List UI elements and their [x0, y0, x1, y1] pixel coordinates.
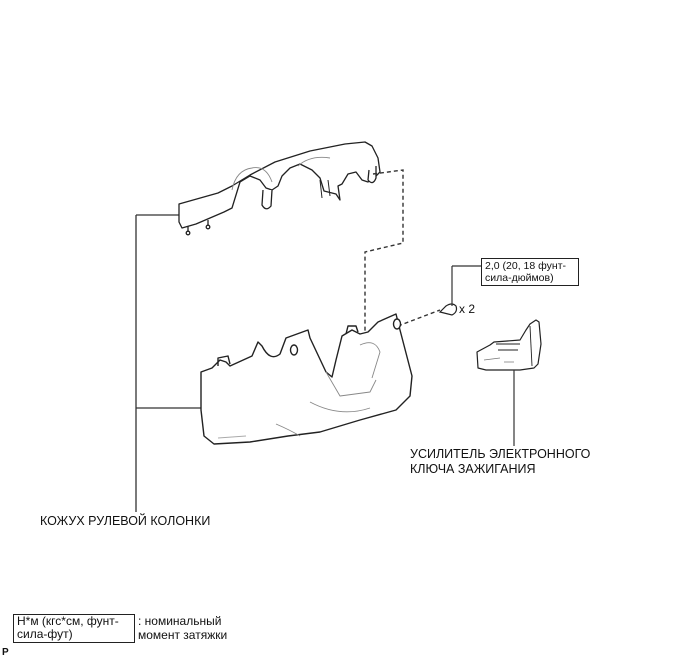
legend-description-line-1: : номинальный [138, 614, 222, 628]
torque-line-1: 2,0 (20, 18 фунт- [485, 260, 566, 272]
steering-column-cover-callout: КОЖУХ РУЛЕВОЙ КОЛОНКИ [40, 514, 211, 528]
alignment-dashed-lines [364, 169, 441, 334]
cover-leader-lines [135, 214, 201, 512]
legend-box-line-1: Н*м (кгс*см, фунт- [17, 614, 119, 628]
upper-column-cover [178, 141, 381, 236]
key-amplifier-part [476, 319, 542, 446]
lower-column-cover [200, 313, 413, 445]
amplifier-callout-line-1: УСИЛИТЕЛЬ ЭЛЕКТРОННОГО [410, 447, 591, 461]
legend-torque-unit-box: Н*м (кгс*см, фунт- сила-фут) [13, 614, 135, 643]
torque-line-2: сила-дюймов) [485, 272, 554, 284]
torque-spec-box: 2,0 (20, 18 фунт- сила-дюймов) [481, 258, 579, 286]
legend-description-line-2: момент затяжки [138, 628, 228, 642]
screw-quantity-label: x 2 [459, 302, 476, 316]
amplifier-callout-line-2: КЛЮЧА ЗАЖИГАНИЯ [410, 462, 536, 476]
corner-mark: P [2, 647, 9, 658]
legend-box-line-2: сила-фут) [17, 627, 73, 641]
screw-icon [438, 265, 482, 316]
